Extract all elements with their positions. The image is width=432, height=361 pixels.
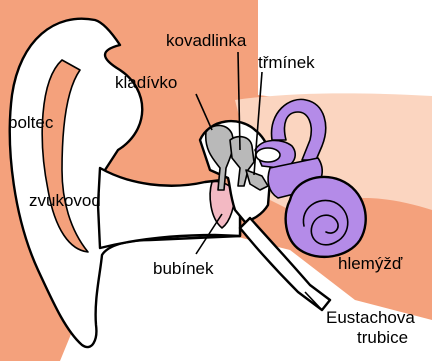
label-eustachova-1: Eustachova	[326, 308, 415, 327]
label-kladivko: kladívko	[115, 73, 177, 92]
label-hlemyzd: hlemýžď	[338, 254, 403, 273]
label-eustachova-2: trubice	[357, 328, 408, 347]
label-boltec: boltec	[8, 113, 54, 132]
label-trminek: třmínek	[258, 53, 315, 72]
label-kovadlinka: kovadlinka	[166, 31, 247, 50]
label-bubinek: bubínek	[153, 259, 214, 278]
cochlea	[286, 177, 366, 257]
label-zvukovod: zvukovod	[29, 191, 101, 210]
